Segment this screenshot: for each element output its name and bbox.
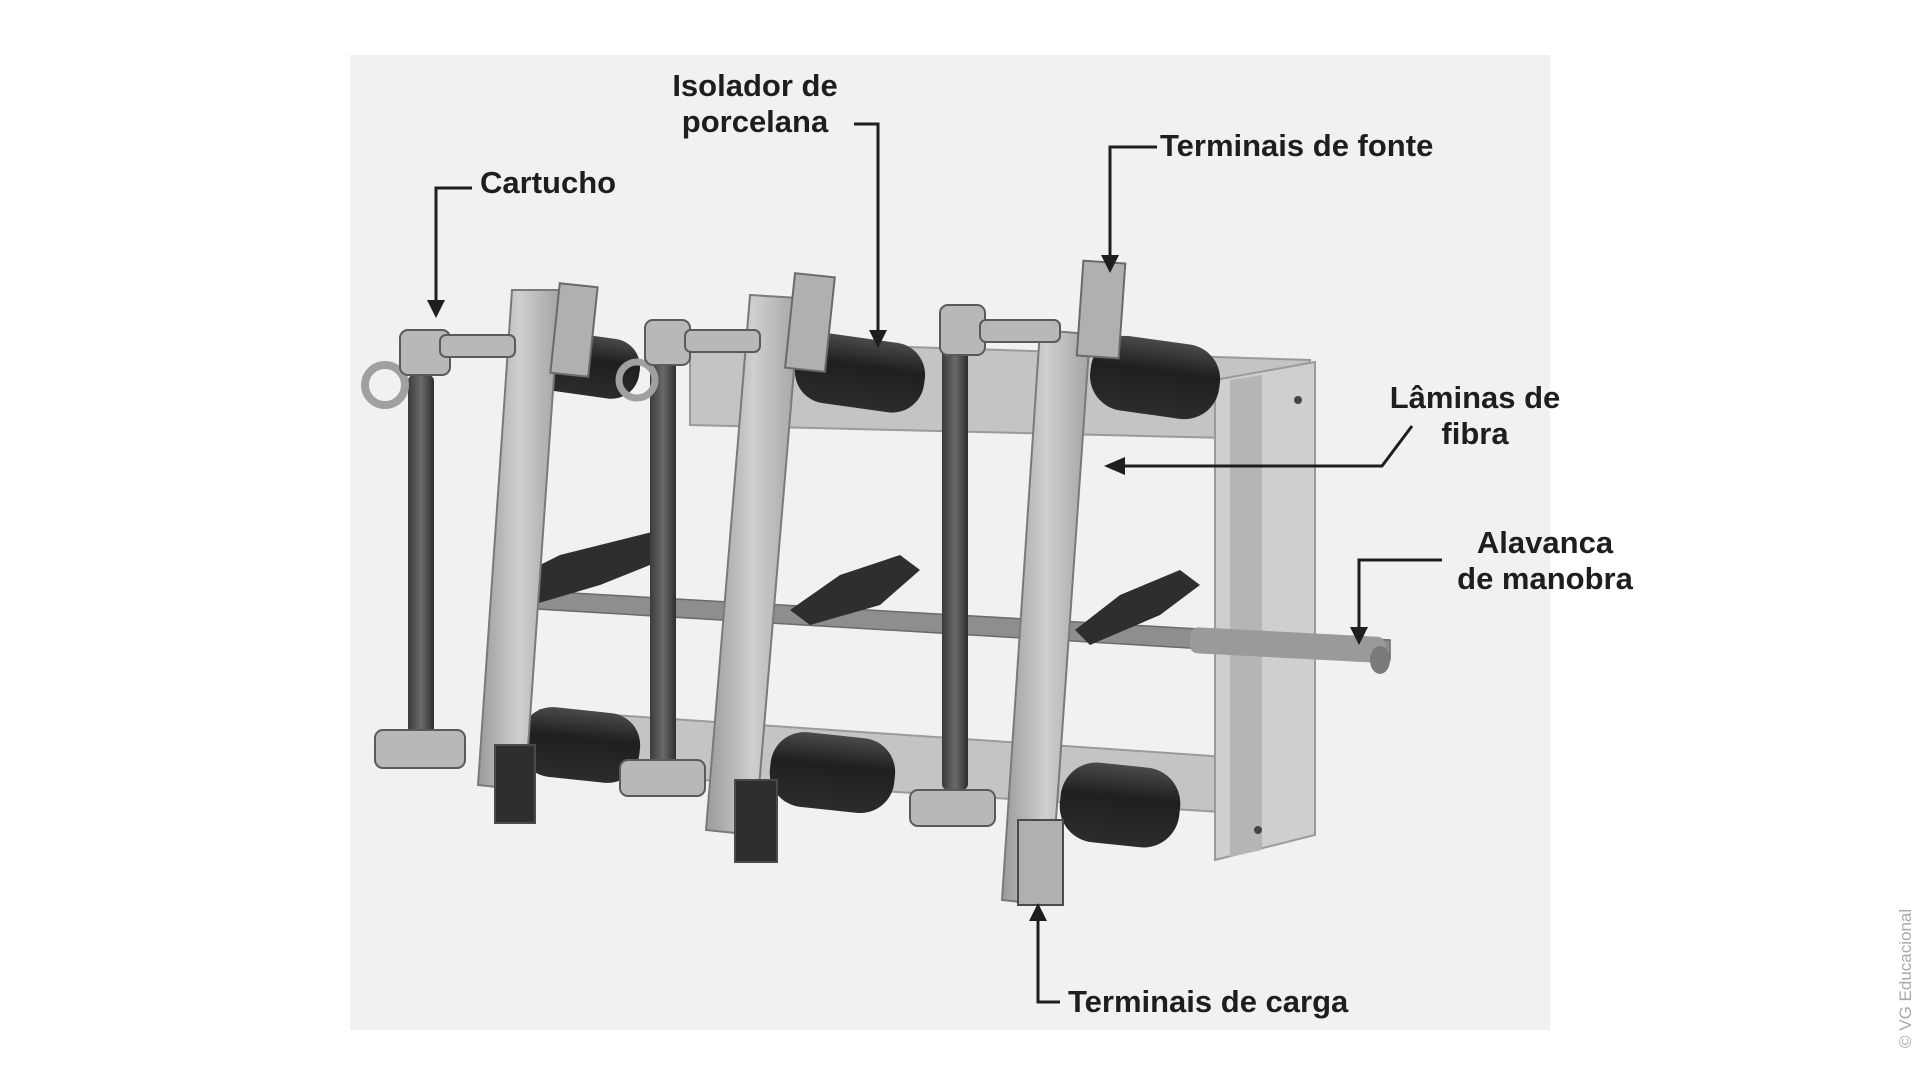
label-alavanca-line1: Alavanca <box>1476 525 1614 560</box>
load-terminals <box>494 744 1064 906</box>
label-laminas-de-fibra: Lâminas de fibra <box>1380 380 1570 452</box>
terminais-fonte-arrowhead <box>1101 255 1119 273</box>
cartucho-leader <box>434 186 472 303</box>
laminas-arrowhead <box>1104 457 1125 475</box>
alavanca-leader <box>1357 558 1442 630</box>
label-alavanca-line2: de manobra <box>1457 561 1633 596</box>
label-laminas-line1: Lâminas de <box>1389 380 1561 415</box>
label-cartucho: Cartucho <box>480 165 617 200</box>
terminais-carga-leader <box>1036 918 1060 1004</box>
cartridge-top-fittings <box>361 304 1061 409</box>
label-isolador-line2: porcelana <box>681 104 829 139</box>
copyright-credit: © VG Educacional <box>1896 908 1915 1048</box>
source-terminals <box>549 259 1127 378</box>
cartridge-bottom-fittings <box>374 729 996 827</box>
lower-insulators <box>519 707 1181 848</box>
alavanca-arrowhead <box>1350 627 1368 645</box>
label-isolador-de-porcelana: Isolador de porcelana <box>660 68 850 140</box>
label-laminas-line2: fibra <box>1441 416 1509 451</box>
cartucho-arrowhead <box>427 300 445 318</box>
fiber-blades <box>476 289 1092 907</box>
terminais-carga-arrowhead <box>1029 903 1047 921</box>
leader-arrowheads <box>427 255 1368 921</box>
leader-lines <box>434 122 1442 1004</box>
isolador-leader <box>854 122 880 333</box>
label-alavanca-de-manobra: Alavanca de manobra <box>1440 525 1650 597</box>
operating-arms <box>500 530 1200 645</box>
terminais-fonte-leader <box>1108 145 1157 258</box>
laminas-leader <box>1122 425 1414 468</box>
label-terminais-de-fonte: Terminais de fonte <box>1160 128 1434 163</box>
label-isolador-line1: Isolador de <box>672 68 838 103</box>
isolador-arrowhead <box>869 330 887 348</box>
label-terminais-de-carga: Terminais de carga <box>1068 984 1349 1019</box>
fuse-cartridges <box>408 330 968 790</box>
